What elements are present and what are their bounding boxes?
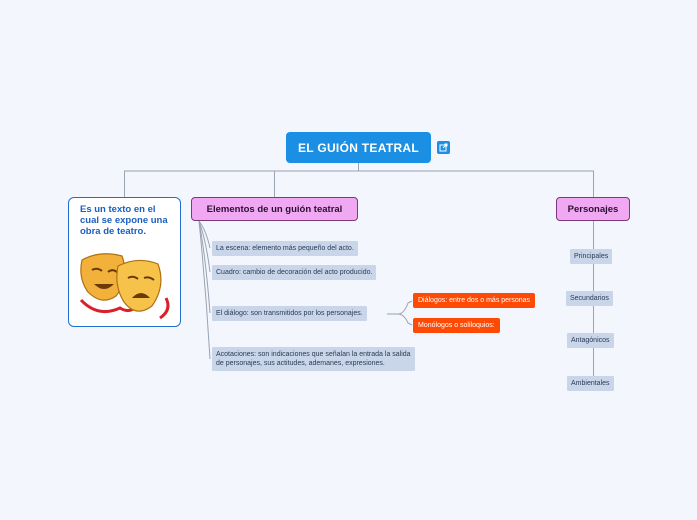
subtopic-cuadro[interactable]: Cuadro: cambio de decoración del acto pr… bbox=[212, 265, 377, 280]
personaje-ambientales[interactable]: Ambientales bbox=[567, 376, 614, 391]
topic-personajes[interactable]: Personajes bbox=[556, 197, 630, 221]
theater-masks-icon bbox=[78, 248, 174, 328]
external-link-icon[interactable] bbox=[437, 141, 450, 154]
callout-text: Es un texto en el cual se expone una obr… bbox=[80, 204, 168, 237]
subtopic-monologos[interactable]: Monólogos o soliloquios: bbox=[413, 318, 500, 333]
personaje-antagonicos[interactable]: Antagónicos bbox=[567, 333, 614, 348]
acotaciones-line-1: Acotaciones: son indicaciones que señala… bbox=[216, 351, 411, 358]
subtopic-dialogos-personas[interactable]: Diálogos: entre dos o más personas bbox=[413, 293, 536, 308]
personaje-principales[interactable]: Principales bbox=[570, 249, 613, 264]
root-topic[interactable]: EL GUIÓN TEATRAL bbox=[286, 132, 431, 163]
subtopic-acotaciones[interactable]: Acotaciones: son indicaciones que señala… bbox=[212, 347, 415, 371]
acotaciones-line-2: de personajes, sus actitudes, ademanes, … bbox=[216, 360, 385, 367]
subtopic-dialogo[interactable]: El diálogo: son transmitidos por los per… bbox=[212, 306, 367, 321]
personaje-secundarios[interactable]: Secundarios bbox=[566, 291, 613, 306]
topic-elementos[interactable]: Elementos de un guión teatral bbox=[191, 197, 358, 221]
subtopic-escena[interactable]: La escena: elemento más pequeño del acto… bbox=[212, 241, 358, 256]
definition-callout[interactable]: Es un texto en el cual se expone una obr… bbox=[68, 197, 181, 327]
